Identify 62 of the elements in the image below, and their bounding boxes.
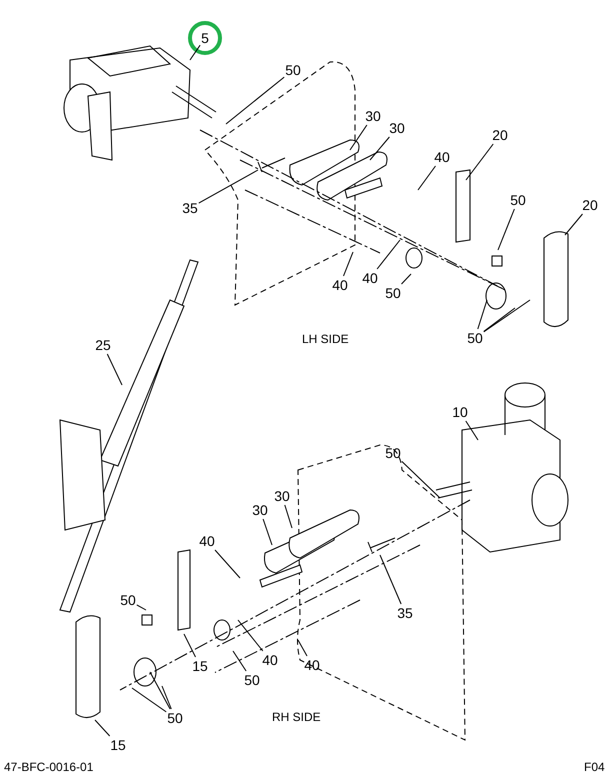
callout-number: 50 <box>167 710 183 726</box>
callout-number: 40 <box>304 657 320 673</box>
leader-line <box>284 504 292 528</box>
callout-number: 20 <box>492 127 508 143</box>
leader-line <box>298 640 308 656</box>
callout-number: 50 <box>385 285 401 301</box>
leader-line <box>376 240 400 270</box>
leader-line <box>232 650 247 672</box>
callout-number: 50 <box>385 445 401 461</box>
callout-number: 40 <box>332 277 348 293</box>
callout-number: 50 <box>285 62 301 78</box>
leader-line <box>150 672 171 710</box>
leader-line <box>401 274 412 284</box>
leader-line <box>564 214 583 236</box>
leader-line <box>106 354 122 386</box>
leader-line <box>380 554 402 604</box>
drawing-number: 47-BFC-0016-01 <box>4 760 94 774</box>
callout-number: 35 <box>182 200 198 216</box>
leader-line <box>262 518 272 546</box>
leader-line <box>198 170 258 204</box>
leader-line <box>466 144 494 180</box>
leader-line <box>132 688 167 712</box>
leader-line <box>418 166 436 190</box>
callout-number: 40 <box>199 533 215 549</box>
leader-line <box>370 136 390 160</box>
section-label: LH SIDE <box>302 332 349 346</box>
leader-line <box>350 124 368 150</box>
callout-number: 50 <box>120 592 136 608</box>
leader-line <box>483 300 530 332</box>
leader-line <box>477 300 488 330</box>
callout-number: 15 <box>110 737 126 753</box>
leader-line <box>162 686 172 710</box>
callout-number: 15 <box>192 658 208 674</box>
callout-number: 30 <box>274 488 290 504</box>
callout-number: 40 <box>362 270 378 286</box>
leader-line <box>226 76 285 124</box>
leader-line <box>94 720 110 736</box>
leader-line <box>184 634 196 658</box>
callout-number: 20 <box>582 197 598 213</box>
leader-line <box>498 208 515 250</box>
callout-number: 30 <box>365 108 381 124</box>
callout-number: 50 <box>244 672 260 688</box>
callout-number: 5 <box>201 30 209 46</box>
leader-line <box>465 420 478 440</box>
callout-number: 40 <box>262 652 278 668</box>
callout-number: 30 <box>389 120 405 136</box>
sheet-code: F04 <box>584 760 605 774</box>
callout-number: 50 <box>510 192 526 208</box>
section-label: RH SIDE <box>272 710 321 724</box>
callout-number: 30 <box>252 502 268 518</box>
leader-line <box>343 252 354 276</box>
leader-line <box>238 620 264 652</box>
callout-number: 35 <box>397 605 413 621</box>
callout-number: 10 <box>452 404 468 420</box>
callout-number: 40 <box>434 149 450 165</box>
callout-number: 25 <box>95 337 111 353</box>
leader-line <box>401 460 440 498</box>
leader-line <box>136 604 146 610</box>
leader-line <box>214 550 240 578</box>
leader-line <box>190 44 201 60</box>
callout-number: 50 <box>467 330 483 346</box>
leader-line <box>483 308 516 332</box>
